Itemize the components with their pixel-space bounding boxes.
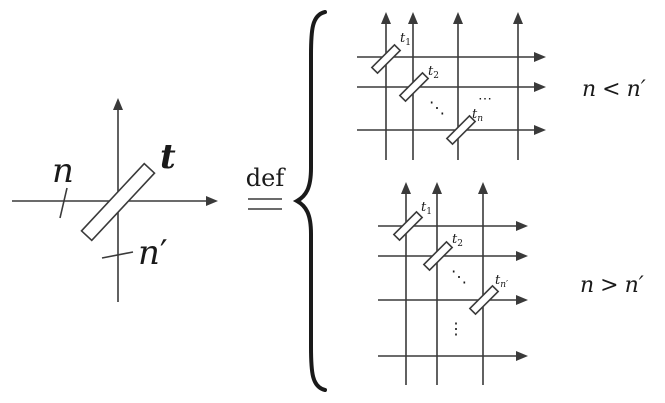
- bottom-v-arrowhead-3: [478, 182, 488, 194]
- top-label-tn: tn: [472, 107, 483, 124]
- bottom-tensor-box-tnprime: [468, 284, 500, 316]
- case-n-less-than-nprime: t1 t2 tn ⋱ ⋯ n<n′: [357, 12, 646, 160]
- top-h-arrowhead-2: [534, 82, 546, 92]
- case-n-greater-than-nprime: t1 t2 tn′ ⋱ ⋮ n>n′: [378, 182, 644, 385]
- top-h-arrowhead-1: [534, 52, 546, 62]
- top-dots-horizontal: ⋯: [478, 91, 492, 107]
- top-dots-diagonal: ⋱: [429, 98, 445, 117]
- bottom-h-arrowhead-3: [516, 295, 528, 305]
- bottom-label-tnprime: tn′: [495, 273, 508, 290]
- top-label-t2: t2: [428, 64, 439, 81]
- top-condition: n<n′: [582, 77, 646, 102]
- bottom-label-t1: t1: [421, 200, 432, 217]
- left-brace: [292, 10, 327, 392]
- bottom-dots-vertical: ⋮: [448, 319, 464, 338]
- left-tensor-diagram: n t n′: [12, 98, 218, 302]
- top-tensor-box-t2: [398, 71, 430, 103]
- tick-n: [59, 187, 68, 219]
- top-v-arrowhead-3: [453, 12, 463, 24]
- top-tensor-box-tn: [445, 114, 477, 146]
- top-v-arrowhead-4: [513, 12, 523, 24]
- bottom-dots-diagonal: ⋱: [451, 267, 467, 286]
- bottom-v-arrowhead-1: [401, 182, 411, 194]
- bottom-tensor-box-t2: [422, 240, 454, 272]
- bottom-tensor-box-t1: [392, 210, 424, 242]
- label-t: t: [160, 137, 176, 177]
- vertical-arrowhead: [113, 98, 123, 110]
- bottom-condition: n>n′: [580, 273, 644, 298]
- top-v-arrowhead-1: [381, 12, 391, 24]
- label-nprime: n′: [138, 233, 168, 273]
- top-label-t1: t1: [400, 31, 411, 48]
- bottom-v-arrowhead-2: [432, 182, 442, 194]
- top-v-arrowhead-2: [408, 12, 418, 24]
- bottom-h-arrowhead-2: [516, 251, 528, 261]
- bottom-label-t2: t2: [452, 232, 463, 249]
- bottom-h-arrowhead-4: [516, 351, 528, 361]
- def-label: def: [246, 164, 287, 192]
- definition-symbol: def: [246, 164, 287, 210]
- bottom-h-arrowhead-1: [516, 221, 528, 231]
- top-tensor-box-t1: [370, 43, 402, 75]
- tensor-box-t: [80, 162, 156, 242]
- horizontal-arrowhead: [206, 196, 218, 206]
- tick-nprime: [101, 251, 134, 259]
- top-h-arrowhead-3: [534, 125, 546, 135]
- label-n: n: [52, 151, 74, 191]
